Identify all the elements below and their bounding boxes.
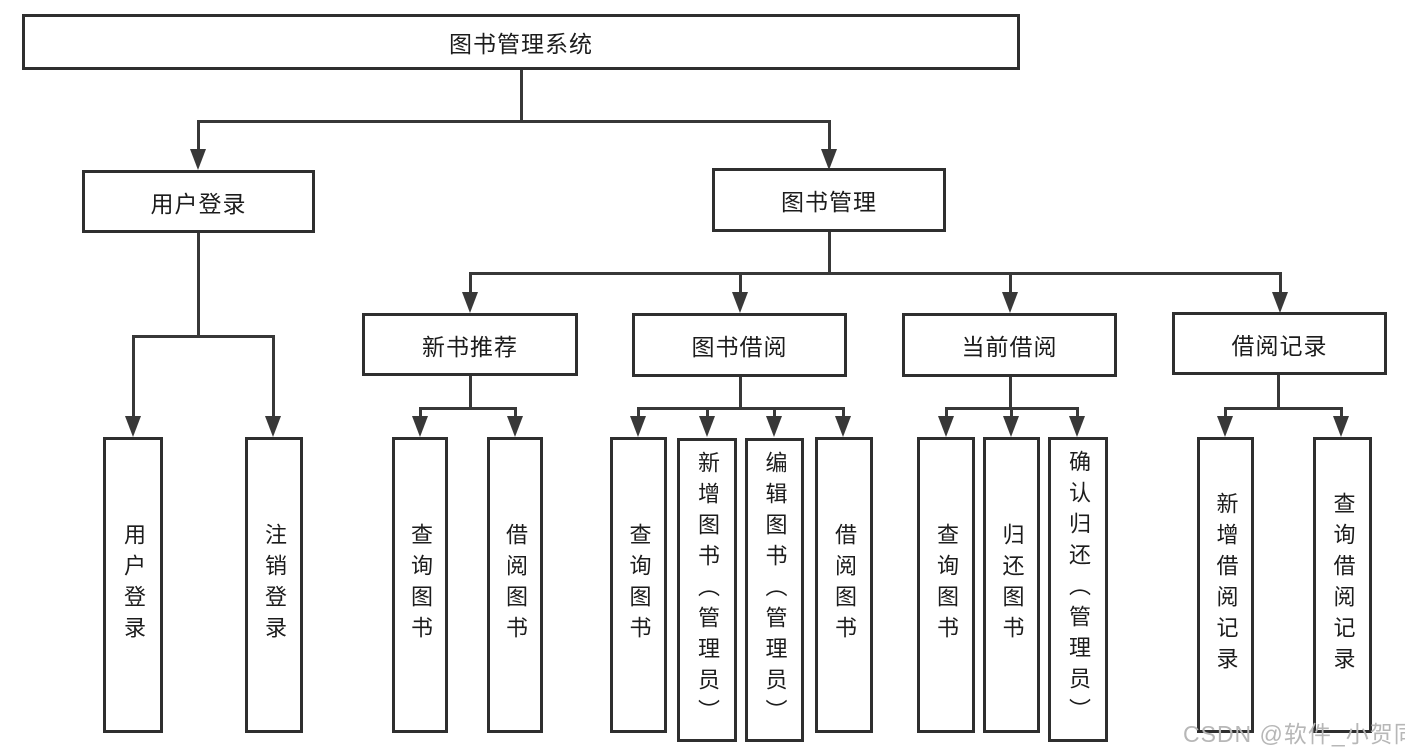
- leaf-borrow-books-2: 借阅图书: [815, 437, 873, 733]
- arrow-down-icon: [190, 149, 206, 170]
- arrow-down-icon: [1272, 292, 1288, 313]
- leaf-query-books-1: 查询图书: [392, 437, 448, 733]
- leaf-edit-books-admin: 编辑图书（管理员）: [745, 438, 804, 742]
- arrow-down-icon: [462, 292, 478, 313]
- leaf-add-books-admin: 新增图书（管理员）: [677, 438, 737, 742]
- arrow-down-icon: [732, 292, 748, 313]
- leaf-user-login: 用户登录: [103, 437, 163, 733]
- node-user-login: 用户登录: [82, 170, 315, 233]
- arrow-down-icon: [1217, 416, 1233, 437]
- arrow-down-icon: [699, 416, 715, 437]
- arrow-down-icon: [125, 416, 141, 437]
- node-root-label: 图书管理系统: [449, 31, 593, 57]
- node-borrowing-records-label: 借阅记录: [1231, 332, 1328, 359]
- arrow-down-icon: [1333, 416, 1349, 437]
- leaf-add-borrow-record: 新增借阅记录: [1197, 437, 1254, 733]
- arrow-down-icon: [766, 416, 782, 437]
- node-book-management-label: 图书管理: [781, 189, 877, 215]
- arrow-down-icon: [507, 416, 523, 437]
- node-root-system: 图书管理系统: [22, 14, 1020, 70]
- leaf-borrow-books-1: 借阅图书: [487, 437, 543, 733]
- node-user-login-label: 用户登录: [150, 190, 247, 217]
- node-current-borrowing: 当前借阅: [902, 313, 1117, 377]
- arrow-down-icon: [412, 416, 428, 437]
- leaf-confirm-return-admin: 确认归还（管理员）: [1048, 437, 1108, 742]
- leaf-query-books-2: 查询图书: [610, 437, 667, 733]
- leaf-query-borrow-record: 查询借阅记录: [1313, 437, 1372, 733]
- node-borrowing-records: 借阅记录: [1172, 312, 1387, 375]
- leaf-return-books: 归还图书: [983, 437, 1040, 733]
- arrow-down-icon: [821, 149, 837, 170]
- leaf-logout: 注销登录: [245, 437, 303, 733]
- node-book-management: 图书管理: [712, 168, 946, 232]
- node-new-book-recommend-label: 新书推荐: [422, 333, 518, 360]
- arrow-down-icon: [1002, 292, 1018, 313]
- node-current-borrowing-label: 当前借阅: [961, 334, 1058, 360]
- csdn-watermark: CSDN @软件_小贺同学: [1183, 721, 1405, 747]
- node-book-borrowing-label: 图书借阅: [691, 334, 788, 360]
- arrow-down-icon: [835, 416, 851, 437]
- arrow-down-icon: [630, 416, 646, 437]
- arrow-down-icon: [1003, 416, 1019, 437]
- arrow-down-icon: [938, 416, 954, 437]
- arrow-down-icon: [265, 416, 281, 437]
- node-book-borrowing: 图书借阅: [632, 313, 847, 377]
- arrow-down-icon: [1069, 416, 1085, 437]
- node-new-book-recommend: 新书推荐: [362, 313, 578, 376]
- leaf-query-books-3: 查询图书: [917, 437, 975, 733]
